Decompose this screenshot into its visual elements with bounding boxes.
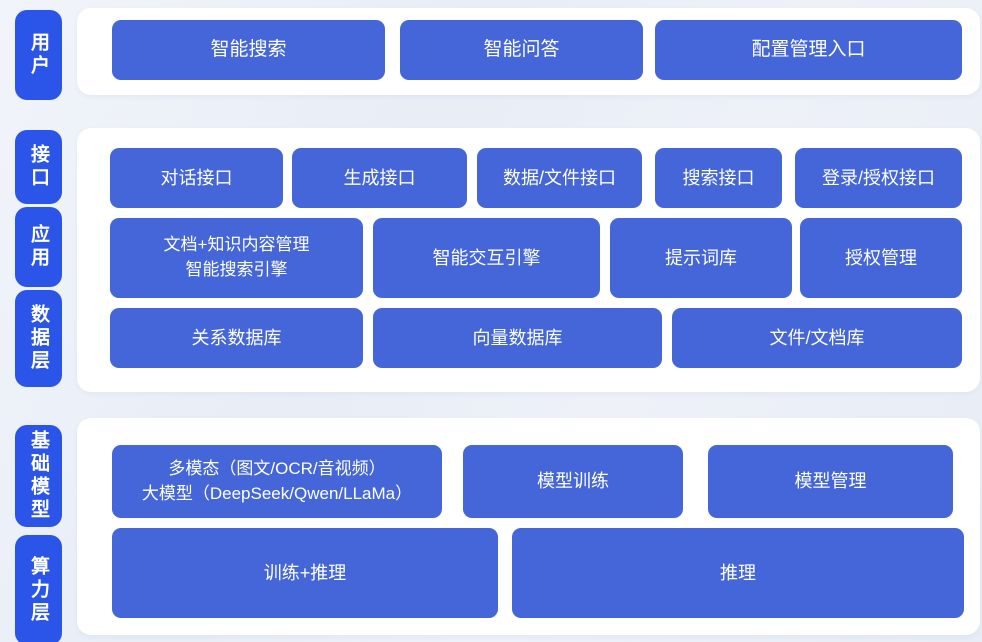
rail-pill-compute-layer-label: 算力层 xyxy=(28,555,49,625)
rail-pill-interface-label: 接口 xyxy=(28,144,49,190)
box-training-inference: 训练+推理 xyxy=(112,528,498,618)
box-file-doc-store: 文件/文档库 xyxy=(672,308,962,368)
box-model-training: 模型训练 xyxy=(463,445,683,518)
box-inference-label: 推理 xyxy=(720,562,756,583)
box-smart-qa-label: 智能问答 xyxy=(483,39,560,61)
box-smart-qa: 智能问答 xyxy=(400,20,643,80)
box-auth-management-label: 授权管理 xyxy=(845,247,917,268)
box-smart-search-label: 智能搜索 xyxy=(210,39,287,61)
box-multimodal-llm-line1: 多模态（图文/OCR/音视频） xyxy=(168,458,386,478)
box-training-inference-label: 训练+推理 xyxy=(263,562,347,583)
box-prompt-library: 提示词库 xyxy=(610,218,792,298)
box-relational-db: 关系数据库 xyxy=(110,308,363,368)
box-generation-api-label: 生成接口 xyxy=(343,167,416,188)
rail-pill-base-model: 基础模型 xyxy=(15,425,62,527)
box-doc-knowledge-engine-line1: 文档+知识内容管理 xyxy=(163,235,310,255)
box-file-doc-store-label: 文件/文档库 xyxy=(769,327,865,348)
box-interaction-engine-label: 智能交互引擎 xyxy=(432,247,541,268)
box-login-auth-api-label: 登录/授权接口 xyxy=(821,167,935,188)
rail-pill-user: 用户 xyxy=(15,10,62,100)
box-interaction-engine: 智能交互引擎 xyxy=(373,218,600,298)
box-relational-db-label: 关系数据库 xyxy=(191,327,282,348)
box-config-entry-label: 配置管理入口 xyxy=(751,39,866,61)
box-vector-db-label: 向量数据库 xyxy=(472,327,563,348)
rail-pill-data-layer-label: 数据层 xyxy=(28,304,49,373)
rail-pill-data-layer: 数据层 xyxy=(15,290,62,387)
rail-pill-compute-layer: 算力层 xyxy=(15,535,62,642)
rail-pill-application: 应用 xyxy=(15,207,62,287)
rail-pill-user-label: 用户 xyxy=(28,32,49,78)
box-auth-management: 授权管理 xyxy=(800,218,962,298)
box-login-auth-api: 登录/授权接口 xyxy=(795,148,962,208)
box-model-training-label: 模型训练 xyxy=(537,471,609,492)
box-prompt-library-label: 提示词库 xyxy=(665,247,737,268)
box-model-management-label: 模型管理 xyxy=(794,471,867,492)
rail-pill-interface: 接口 xyxy=(15,130,62,204)
box-generation-api: 生成接口 xyxy=(292,148,467,208)
box-model-management: 模型管理 xyxy=(708,445,953,518)
box-doc-knowledge-engine: 文档+知识内容管理 智能搜索引擎 xyxy=(110,218,363,298)
rail-pill-application-label: 应用 xyxy=(28,224,49,270)
box-inference: 推理 xyxy=(512,528,964,618)
box-config-entry: 配置管理入口 xyxy=(655,20,962,80)
box-dialog-api-label: 对话接口 xyxy=(160,167,233,188)
box-search-api: 搜索接口 xyxy=(655,148,782,208)
box-dialog-api: 对话接口 xyxy=(110,148,283,208)
box-data-file-api: 数据/文件接口 xyxy=(477,148,642,208)
box-multimodal-llm: 多模态（图文/OCR/音视频） 大模型（DeepSeek/Qwen/LLaMa） xyxy=(112,445,442,518)
box-search-api-label: 搜索接口 xyxy=(682,167,755,188)
box-smart-search: 智能搜索 xyxy=(112,20,385,80)
rail-pill-base-model-label: 基础模型 xyxy=(28,430,49,522)
box-multimodal-llm-line2: 大模型（DeepSeek/Qwen/LLaMa） xyxy=(141,483,413,503)
box-vector-db: 向量数据库 xyxy=(373,308,662,368)
box-data-file-api-label: 数据/文件接口 xyxy=(502,167,616,188)
box-doc-knowledge-engine-line2: 智能搜索引擎 xyxy=(185,260,288,279)
